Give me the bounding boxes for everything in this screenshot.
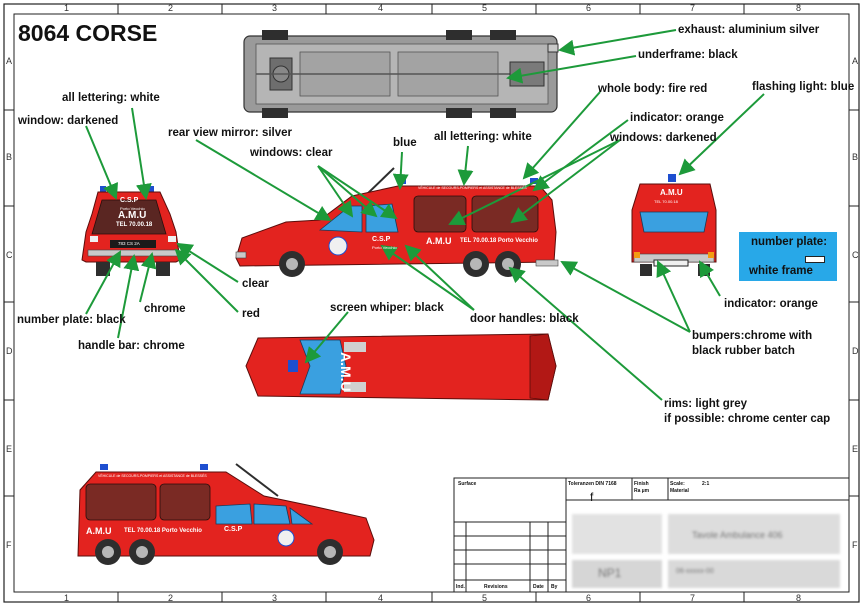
side-roof-text: VÉHICULE de SECOURS-POMPIERS et ASSISTAN…	[418, 186, 527, 190]
rear-view-vehicle	[81, 186, 181, 276]
grid-col-4: 4	[378, 3, 384, 13]
front-amu-text: A.M.U	[660, 188, 683, 197]
tb-blurred-code: NP1	[598, 566, 622, 580]
tb-by: By	[551, 584, 558, 590]
grid-col-8-bottom: 8	[796, 593, 802, 603]
label-indicator-bottom: indicator: orange	[724, 298, 818, 310]
rear-amu-text: A.M.U	[118, 210, 147, 221]
grid-col-1: 1	[64, 3, 70, 13]
grid-col-8: 8	[796, 3, 802, 13]
lower-tel-text: TEL 70.00.18 Porto Vecchio	[124, 528, 202, 534]
plate-swatch	[805, 256, 825, 263]
grid-col-2-bottom: 2	[168, 593, 174, 603]
tb-date: Date	[533, 584, 544, 590]
grid-col-3: 3	[272, 3, 278, 13]
label-bumpers-2: black rubber batch	[692, 345, 795, 357]
tb-blurred-name: Tavole Ambulance 406	[692, 530, 783, 540]
tb-scale: Scale:	[670, 481, 685, 487]
grid-col-7-bottom: 7	[690, 593, 696, 603]
label-door-handles: door handles: black	[470, 313, 579, 325]
label-exhaust: exhaust: aluminium silver	[678, 24, 820, 36]
grid-col-4-bottom: 4	[378, 593, 384, 603]
label-windows-darkened: windows: darkened	[610, 132, 717, 144]
front-tel-text: TEL 70.00.18	[654, 199, 678, 204]
sheet-frame	[3, 3, 860, 603]
number-plate-callout-box: number plate: white frame	[739, 232, 837, 281]
rear-plate-text: 783 CS 2A	[118, 241, 140, 246]
grid-col-1-bottom: 1	[64, 593, 70, 603]
tb-revisions: Revisions	[484, 584, 508, 590]
tb-finish: Finish	[634, 481, 649, 487]
grid-col-3-bottom: 3	[272, 593, 278, 603]
label-handle-bar: handle bar: chrome	[78, 340, 185, 352]
grid-col-7: 7	[690, 3, 696, 13]
label-number-plate: number plate: black	[17, 314, 126, 326]
tb-material: Material	[670, 488, 689, 494]
title-block	[453, 477, 850, 593]
grid-row-b: B	[6, 152, 13, 162]
label-all-lettering-rear: all lettering: white	[62, 92, 160, 104]
roof-top-view	[245, 333, 557, 401]
lower-side-view-vehicle	[77, 463, 375, 565]
grid-row-c: C	[6, 250, 13, 260]
grid-row-e: E	[6, 444, 13, 454]
grid-row-e-right: E	[852, 444, 859, 454]
grid-row-d: D	[6, 346, 13, 356]
grid-col-6-bottom: 6	[586, 593, 592, 603]
rear-tel-text: TEL 70.00.18	[116, 222, 153, 228]
tb-finish-unit: Ra µm	[634, 488, 650, 494]
tb-tolerance-value: f	[590, 490, 594, 504]
label-blue: blue	[393, 137, 417, 149]
rear-porto-text: Porto Vecchio	[120, 206, 145, 211]
label-bumpers-1: bumpers:chrome with	[692, 330, 813, 342]
underframe-view	[243, 30, 559, 118]
grid-row-a-right: A	[852, 56, 859, 66]
label-window-darkened: window: darkened	[18, 115, 119, 127]
grid-row-a: A	[6, 56, 13, 66]
label-flashing-light: flashing light: blue	[752, 81, 855, 93]
side-amu-text: A.M.U	[426, 236, 452, 246]
plate-box-line-1: number plate:	[751, 236, 828, 248]
side-tel-text: TEL 70.00.18 Porto Vecchio	[460, 238, 538, 244]
label-rims-2: if possible: chrome center cap	[664, 413, 831, 425]
tb-blurred-num: 06-xxxxx-00	[676, 568, 714, 575]
side-csp-text: C.S.P	[372, 236, 391, 243]
lower-csp-text: C.S.P	[224, 526, 243, 533]
label-screen-whiper: screen whiper: black	[330, 302, 444, 314]
lower-roof-text: VÉHICULE de SECOURS-POMPIERS et ASSISTAN…	[98, 474, 207, 478]
tb-tolerance: Toleranzen DIN 7168	[568, 481, 617, 487]
side-porto-text: Porto Vecchio	[372, 245, 397, 250]
lower-amu-text: A.M.U	[86, 526, 112, 536]
tb-surface: Surface	[458, 481, 477, 487]
grid-row-b-right: B	[852, 152, 859, 162]
label-red: red	[242, 308, 260, 320]
grid-row-f-right: F	[852, 540, 858, 550]
label-all-lettering-side: all lettering: white	[434, 131, 532, 143]
grid-row-c-right: C	[852, 250, 859, 260]
tb-scale-value: 2:1	[702, 481, 710, 487]
grid-row-d-right: D	[852, 346, 859, 356]
label-underframe: underframe: black	[638, 49, 738, 61]
roof-amu-text: A.M.U	[338, 352, 354, 392]
grid-col-2: 2	[168, 3, 174, 13]
rear-csp-text: C.S.P	[120, 197, 139, 204]
label-whole-body: whole body: fire red	[598, 83, 708, 95]
label-rims-1: rims: light grey	[664, 398, 748, 410]
side-view-vehicle	[235, 167, 559, 277]
plate-box-line-2: white frame	[749, 265, 813, 277]
label-chrome: chrome	[144, 303, 186, 315]
grid-col-6: 6	[586, 3, 592, 13]
drawing-title: 8064 CORSE	[18, 20, 158, 46]
label-indicator-top: indicator: orange	[630, 112, 724, 124]
grid-col-5-bottom: 5	[482, 593, 488, 603]
grid-row-f: F	[6, 540, 12, 550]
callout-arrows	[85, 29, 765, 401]
label-clear: clear	[242, 278, 269, 290]
label-windows-clear: windows: clear	[250, 147, 333, 159]
tb-ind: Ind.	[456, 584, 465, 590]
grid-col-5: 5	[482, 3, 488, 13]
label-rear-view-mirror: rear view mirror: silver	[168, 127, 293, 139]
